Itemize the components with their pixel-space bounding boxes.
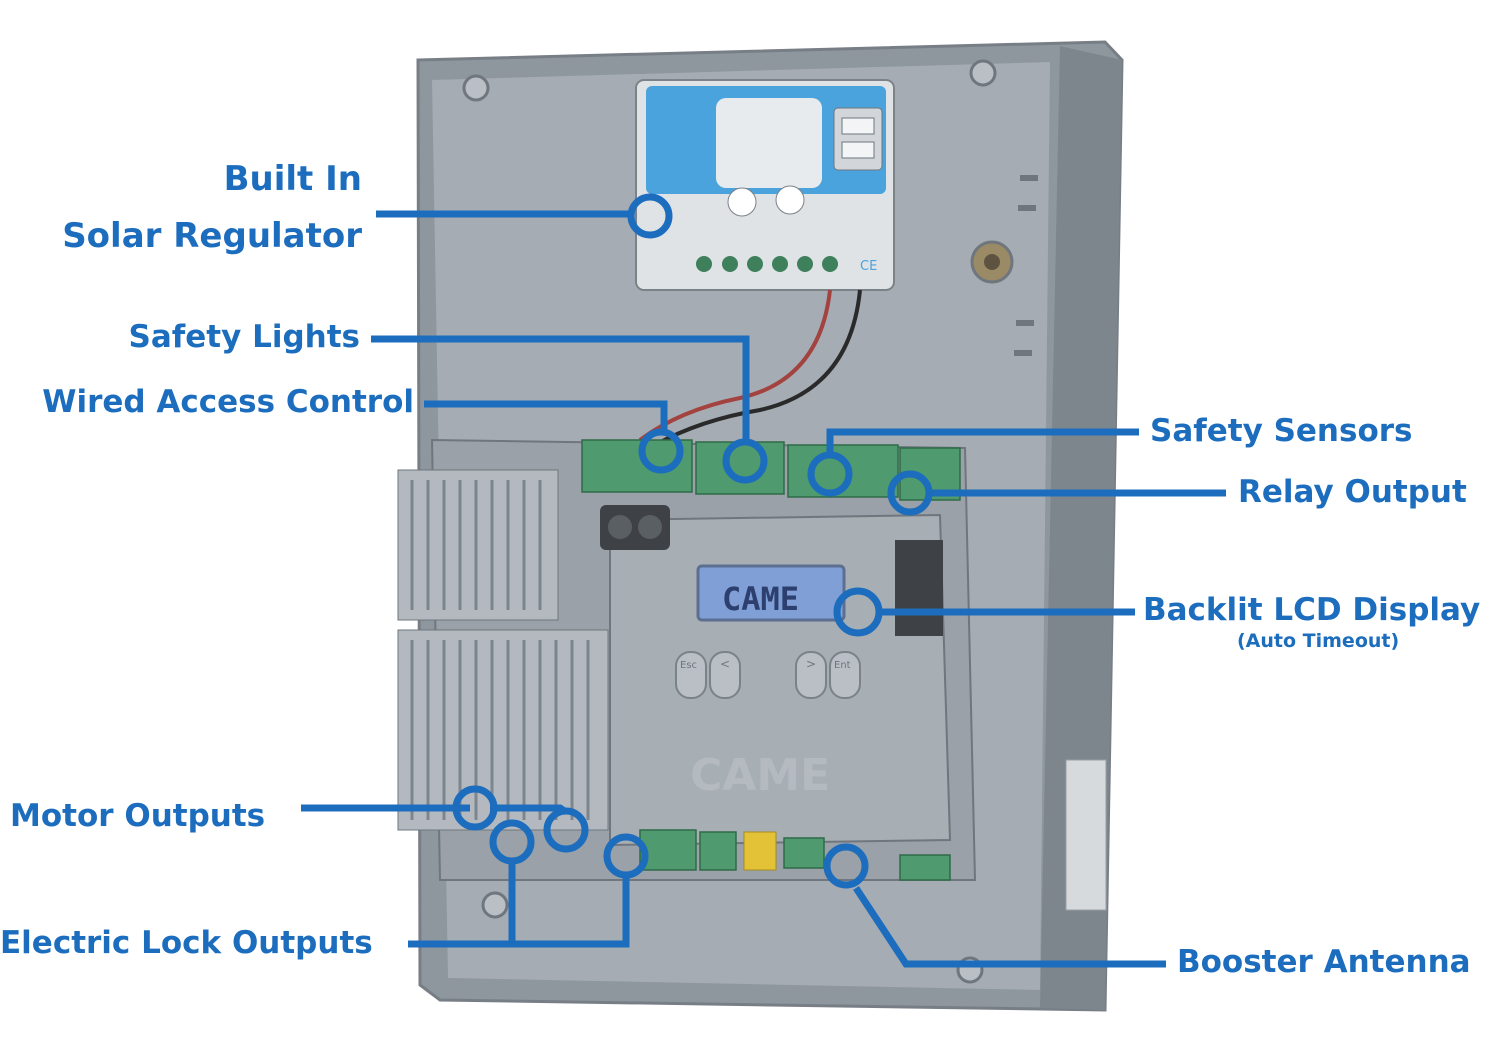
label-electric-lock-outputs: Electric Lock Outputs: [0, 925, 373, 961]
right-button-label: >: [806, 657, 816, 671]
label-backlit-lcd-display: Backlit LCD Display: [1143, 592, 1481, 628]
label-booster-antenna: Booster Antenna: [1177, 944, 1471, 980]
label-built-in: Built In: [223, 159, 362, 199]
keypad: Esc < > Ent: [675, 651, 861, 699]
label-motor-outputs: Motor Outputs: [10, 798, 266, 834]
label-wired-access-control: Wired Access Control: [42, 384, 414, 420]
solar-regulator: CE: [635, 79, 895, 291]
callout-lines: [301, 193, 1226, 968]
label-safety-sensors: Safety Sensors: [1150, 413, 1413, 449]
label-solar-regulator: Solar Regulator: [62, 216, 362, 256]
control-board: CAME Esc < > Ent CAME: [397, 438, 977, 881]
embossed-brand: CAME: [690, 750, 830, 801]
ce-mark: CE: [860, 259, 877, 274]
label-auto-timeout: (Auto Timeout): [1237, 630, 1400, 652]
lcd-text: CAME: [722, 580, 799, 618]
esc-button-label: Esc: [680, 660, 697, 671]
left-button-label: <: [720, 657, 730, 671]
label-relay-output: Relay Output: [1238, 474, 1467, 510]
enter-button-label: Ent: [834, 660, 851, 671]
label-safety-lights: Safety Lights: [128, 319, 361, 355]
